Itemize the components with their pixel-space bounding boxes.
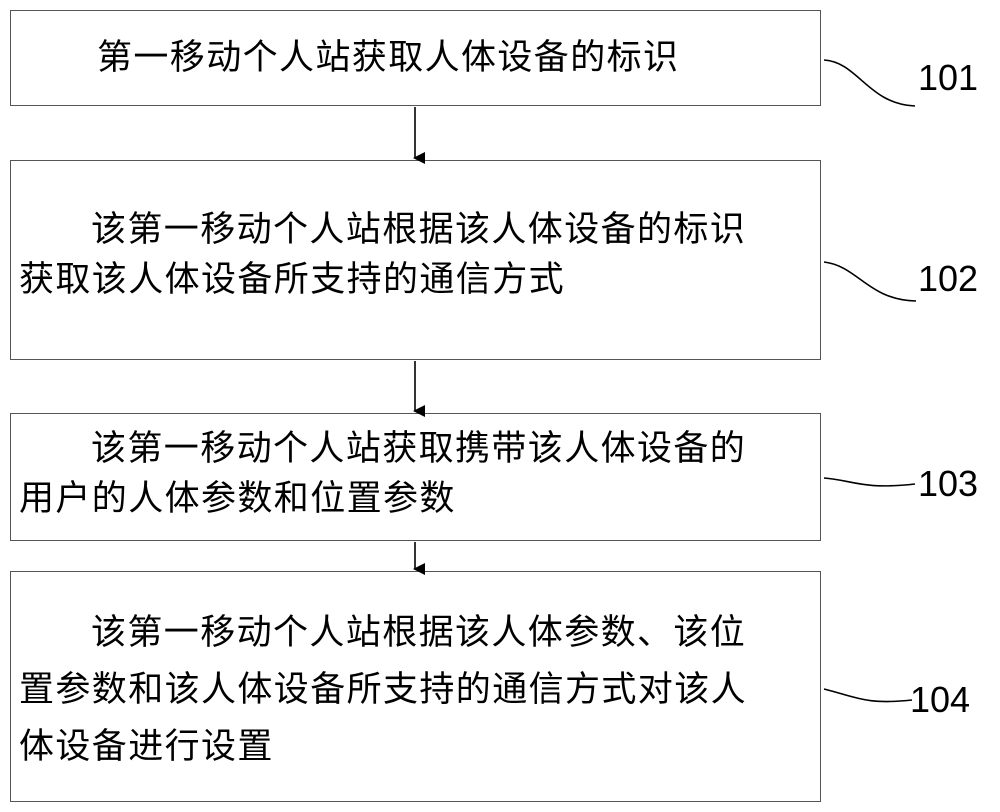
leader-line-104 [824,689,912,702]
leader-line-102 [824,262,916,301]
ref-label-101: 101 [918,57,978,99]
ref-label-102: 102 [918,258,978,300]
ref-label-104: 104 [910,679,970,721]
leader-line-103 [824,478,915,486]
leader-line-101 [824,60,915,106]
ref-label-103: 103 [918,463,978,505]
